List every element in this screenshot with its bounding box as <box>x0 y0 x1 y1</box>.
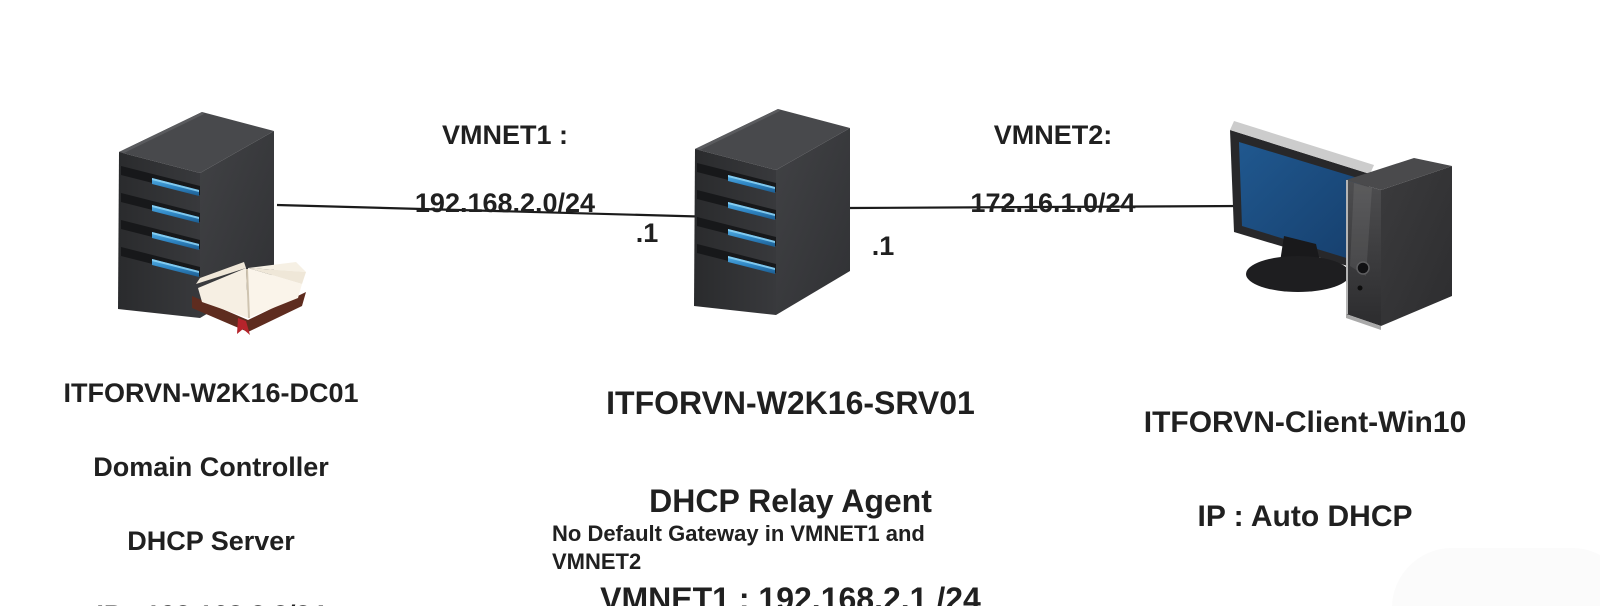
link-label-vmnet2: VMNET2: 172.16.1.0/24 <box>888 84 1218 254</box>
vmnet1-link-line <box>276 203 717 219</box>
dc-role-line2: DHCP Server <box>127 526 295 556</box>
server-icon-relay <box>688 107 858 319</box>
vmnet2-name: VMNET2: <box>993 120 1113 150</box>
vmnet2-subnet: 172.16.1.0/24 <box>970 188 1136 218</box>
dc-title: ITFORVN-W2K16-DC01 <box>63 378 359 408</box>
client-title: ITFORVN-Client-Win10 <box>1143 406 1467 439</box>
relay-vmnet1-ip: VMNET1 : 192.168.2.1 /24 <box>600 581 981 606</box>
relay-gateway-note: No Default Gateway in VMNET1 and VMNET2 <box>552 521 925 574</box>
vmnet1-subnet: 192.168.2.0/24 <box>414 188 596 218</box>
desktop-computer-icon <box>1196 116 1458 338</box>
relay-title: ITFORVN-W2K16-SRV01 <box>606 385 975 421</box>
book-icon <box>188 250 310 338</box>
vmnet1-name: VMNET1 : <box>441 120 568 150</box>
device-label-relay: ITFORVN-W2K16-SRV01 DHCP Relay Agent VMN… <box>538 330 1043 606</box>
relay-role-line: DHCP Relay Agent <box>649 483 932 519</box>
interface-label-vmnet1-relay: .1 <box>635 218 659 248</box>
watermark-smudge <box>1392 548 1600 606</box>
vmnet2-link-line <box>849 204 1243 210</box>
dc-ip-line: IP : 192.168.2.2/24 <box>18 597 404 606</box>
interface-label-vmnet2-relay: .1 <box>871 231 895 261</box>
client-ip-line: IP : Auto DHCP <box>1197 500 1413 533</box>
device-label-dc: ITFORVN-W2K16-DC01 Domain Controller DHC… <box>18 338 404 606</box>
dc-role-line: Domain Controller <box>93 452 329 482</box>
device-label-client: ITFORVN-Client-Win10 IP : Auto DHCP <box>1100 352 1510 587</box>
link-label-vmnet1: VMNET1 : 192.168.2.0/24 <box>340 84 670 254</box>
